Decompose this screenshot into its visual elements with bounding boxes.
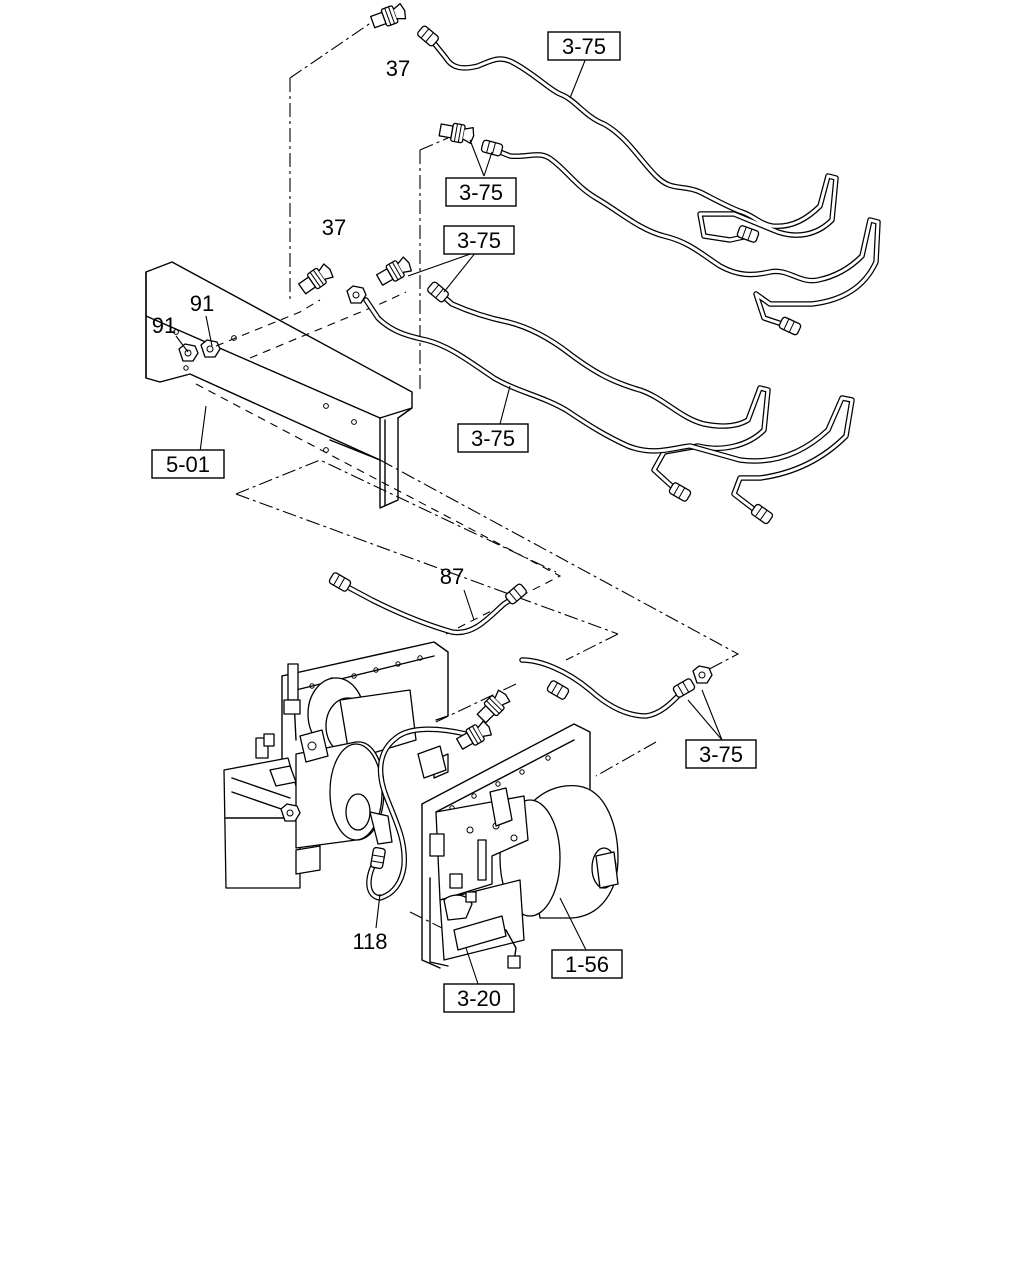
brake-pipe-right — [519, 657, 713, 719]
callout-3-75-mid: 3-75 — [445, 177, 517, 207]
phantom-lines — [195, 21, 740, 937]
brake-pipe-87 — [327, 571, 529, 636]
callout-37-top: 37 — [386, 56, 410, 81]
callout-3-20: 3-20 — [443, 983, 515, 1013]
crossmember-bracket — [145, 261, 413, 509]
left-valve-assembly — [223, 641, 449, 889]
callout-3-75-mid-text: 3-75 — [459, 180, 503, 205]
callout-3-75-top: 3-75 — [547, 31, 621, 61]
callout-5-01-text: 5-01 — [166, 452, 210, 477]
callout-3-75-lower: 3-75 — [457, 423, 529, 453]
callout-3-75-center-text: 3-75 — [457, 228, 501, 253]
callout-3-20-text: 3-20 — [457, 986, 501, 1011]
callout-3-75-center: 3-75 — [443, 225, 515, 255]
callout-5-01: 5-01 — [151, 449, 225, 479]
brake-pipe-second — [437, 120, 881, 337]
brake-pipe-center — [425, 280, 771, 503]
callout-3-75-lower-text: 3-75 — [471, 426, 515, 451]
callout-37-mid: 37 — [322, 215, 346, 240]
right-tank-assembly — [417, 723, 619, 969]
callout-3-75-right: 3-75 — [685, 739, 757, 769]
leader-lines — [175, 57, 723, 985]
callout-1-56: 1-56 — [551, 949, 623, 979]
callout-3-75-top-text: 3-75 — [562, 34, 606, 59]
callout-91-lower: 91 — [152, 313, 176, 338]
brake-pipe-lower — [296, 254, 855, 526]
callout-91-upper: 91 — [190, 291, 214, 316]
callout-118: 118 — [352, 929, 387, 954]
callout-1-56-text: 1-56 — [565, 952, 609, 977]
callout-87: 87 — [440, 564, 464, 589]
callout-3-75-right-text: 3-75 — [699, 742, 743, 767]
brake-pipe-upper — [368, 1, 839, 244]
